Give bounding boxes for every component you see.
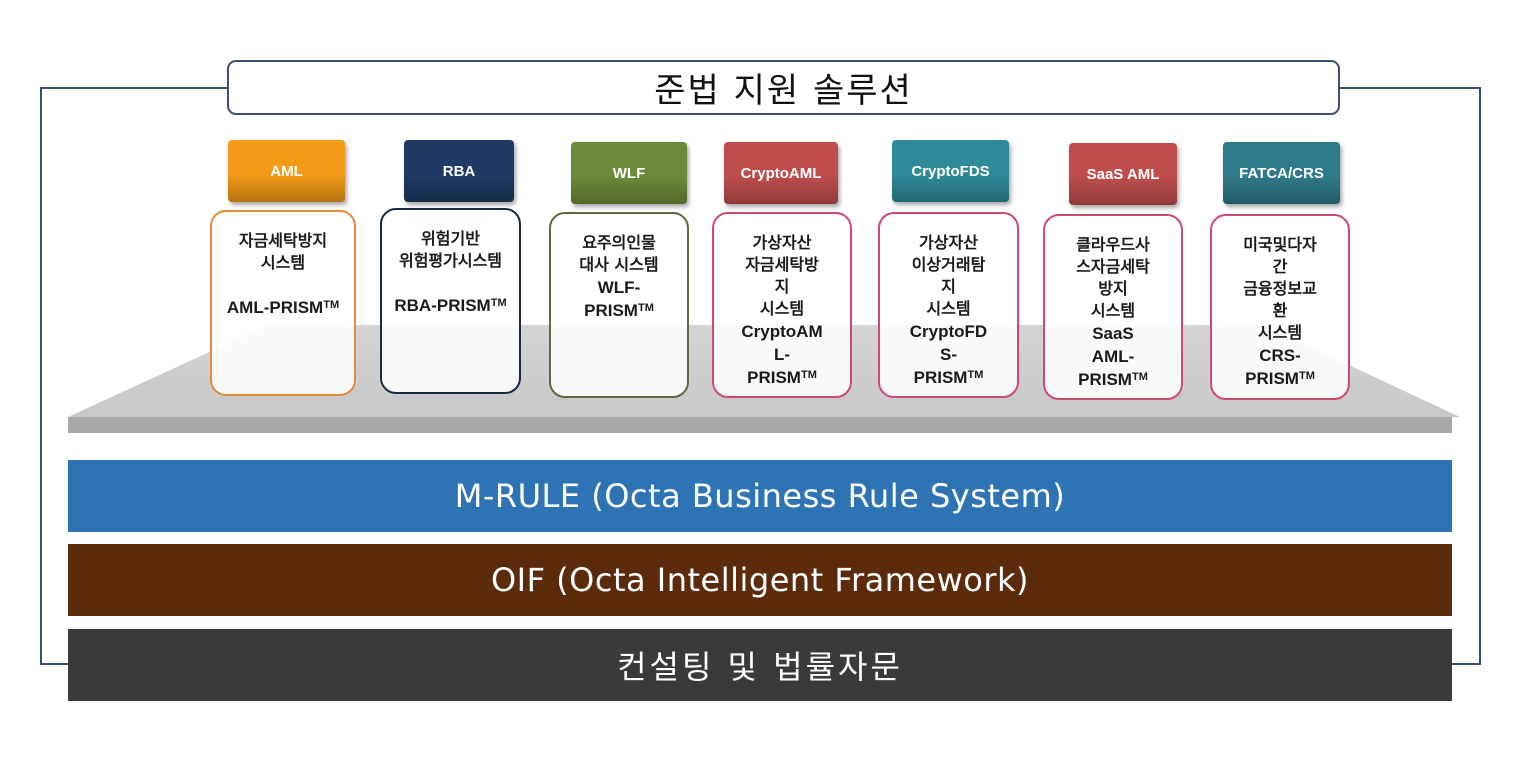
header-rba[interactable]: RBA xyxy=(404,140,514,202)
card-description: 클라우드사 스자금세탁 방지 시스템 xyxy=(1076,235,1150,320)
card-wlf: 요주의인물 대사 시스템 WLF- PRISMTM xyxy=(549,212,689,398)
card-description: 자금세탁방지 시스템 xyxy=(238,231,328,272)
layer-oif: OIF (Octa Intelligent Framework) xyxy=(68,544,1452,616)
page-title: 준법 지원 솔루션 xyxy=(227,60,1340,115)
card-rba: 위험기반 위험평가시스템 RBA-PRISMTM xyxy=(380,208,521,394)
header-fatca-crs[interactable]: FATCA/CRS xyxy=(1223,142,1340,204)
card-description: 가상자산 이상거래탐 지 시스템 xyxy=(911,233,986,318)
card-product: RBA-PRISMTM xyxy=(394,296,507,315)
card-cryptofds: 가상자산 이상거래탐 지 시스템 CryptoFD S- PRISMTM xyxy=(878,212,1019,398)
card-product: AML-PRISMTM xyxy=(226,298,340,317)
card-saas-aml: 클라우드사 스자금세탁 방지 시스템 SaaS AML- PRISMTM xyxy=(1043,214,1183,400)
card-product: SaaS AML- PRISMTM xyxy=(1078,324,1148,389)
card-fatca-crs: 미국및다자 간 금융정보교 환 시스템 CRS- PRISMTM xyxy=(1210,214,1350,400)
card-description: 가상자산 자금세탁방 지 시스템 xyxy=(745,233,819,318)
header-cryptofds[interactable]: CryptoFDS xyxy=(892,140,1009,202)
card-product: CRS- PRISMTM xyxy=(1245,346,1315,388)
header-wlf[interactable]: WLF xyxy=(571,142,687,204)
card-cryptoaml: 가상자산 자금세탁방 지 시스템 CryptoAM L- PRISMTM xyxy=(712,212,852,398)
card-product: CryptoAM L- PRISMTM xyxy=(741,322,823,387)
layer-consulting: 컨설팅 및 법률자문 xyxy=(68,629,1452,701)
card-description: 요주의인물 대사 시스템 xyxy=(579,233,659,274)
layer-m-rule: M-RULE (Octa Business Rule System) xyxy=(68,460,1452,532)
card-product: CryptoFD S- PRISMTM xyxy=(909,322,988,387)
header-saas-aml[interactable]: SaaS AML xyxy=(1069,143,1177,205)
header-cryptoaml[interactable]: CryptoAML xyxy=(724,142,838,204)
header-aml[interactable]: AML xyxy=(228,140,345,202)
card-description: 위험기반 위험평가시스템 xyxy=(398,229,503,270)
card-product: WLF- PRISMTM xyxy=(584,278,654,320)
card-aml: 자금세탁방지 시스템 AML-PRISMTM xyxy=(210,210,356,396)
card-description: 미국및다자 간 금융정보교 환 시스템 xyxy=(1243,235,1317,342)
